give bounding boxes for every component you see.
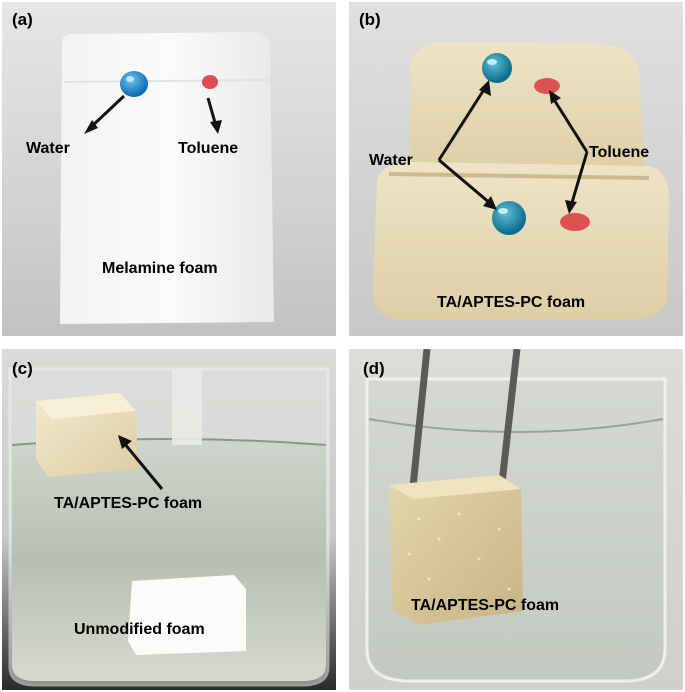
sunken-unmodified-foam — [128, 575, 246, 655]
submerged-foam-caption: TA/APTES-PC foam — [411, 597, 560, 614]
panel-c-photo — [2, 349, 336, 690]
panel-a-label: (a) — [12, 10, 33, 29]
water-droplet-top — [482, 53, 512, 83]
panel-b-photo — [349, 2, 683, 336]
liquid-in-beaker — [12, 439, 326, 681]
toluene-droplet-top — [534, 78, 560, 94]
panel-c-beaker-floating-photo: (c) TA/APTES-PC foam Unmodified foam — [2, 349, 336, 690]
floating-foam-caption: TA/APTES-PC foam — [54, 495, 203, 512]
water-droplet-bottom — [492, 201, 526, 235]
toluene-droplet-bottom — [560, 213, 590, 231]
water-label: Water — [26, 140, 70, 157]
modified-foam-caption: TA/APTES-PC foam — [437, 294, 586, 311]
water-label: Water — [369, 152, 413, 169]
water-droplet — [120, 71, 148, 97]
panel-b-modified-foam-photo: (b) Water Toluene TA/APTES-PC foam — [349, 2, 683, 336]
toluene-label: Toluene — [589, 144, 650, 161]
modified-foam-upper-block — [409, 41, 645, 175]
modified-foam-lower-block — [373, 162, 669, 320]
melamine-foam-caption: Melamine foam — [102, 260, 218, 277]
melamine-foam-block — [60, 32, 274, 324]
panel-d-submerged-foam-photo: (d) TA/APTES-PC foam — [349, 349, 683, 690]
panel-d-label: (d) — [363, 359, 385, 378]
unmodified-foam-caption: Unmodified foam — [74, 621, 205, 638]
toluene-label: Toluene — [178, 140, 239, 157]
panel-d-photo — [349, 349, 683, 690]
submerged-modified-foam — [389, 475, 523, 625]
panel-a-photo — [2, 2, 336, 336]
panel-a-melamine-foam-photo: (a) Water Toluene Melamine foam — [2, 2, 336, 336]
panel-b-label: (b) — [359, 10, 381, 29]
panel-c-label: (c) — [12, 359, 33, 378]
toluene-droplet — [202, 75, 218, 89]
